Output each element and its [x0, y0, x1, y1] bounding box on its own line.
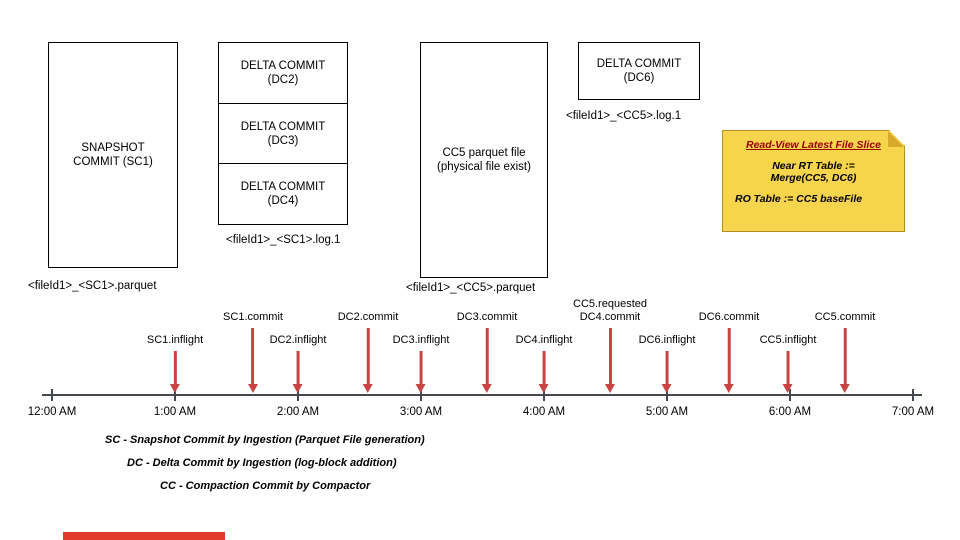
tick-label-5am: 5:00 AM	[645, 406, 689, 418]
event-cc5-requested-dc4-commit: CC5.requested DC4.commit	[573, 298, 647, 393]
tick-label-4am: 4:00 AM	[522, 406, 566, 418]
event-dc3-commit: DC3.commit	[456, 311, 518, 393]
arrowhead-icon	[415, 384, 426, 393]
event-label: CC5.commit	[814, 311, 876, 323]
arrowhead-icon	[169, 384, 180, 393]
down-arrow-icon	[251, 328, 255, 384]
cc5-file-caption: <fileId1>_<CC5>.parquet	[406, 282, 536, 294]
event-dc3-inflight: DC3.inflight	[392, 334, 450, 393]
event-dc4-inflight: DC4.inflight	[515, 334, 573, 393]
down-arrow-icon	[786, 351, 790, 384]
event-label: DC2.commit	[337, 311, 399, 323]
event-label: CC5.requested DC4.commit	[573, 298, 647, 323]
arrowhead-icon	[248, 384, 258, 393]
event-dc6-commit: DC6.commit	[698, 311, 760, 393]
legend-cc-line: CC - Compaction Commit by Compactor	[160, 480, 371, 492]
arrowhead-icon	[292, 384, 303, 393]
tick-1am	[174, 389, 176, 401]
delta-commit-dc3-cell: DELTA COMMIT (DC3)	[219, 104, 347, 165]
event-label: DC4.inflight	[515, 334, 573, 346]
tick-label-12am: 12:00 AM	[27, 406, 77, 418]
arrowhead-icon	[723, 384, 734, 393]
tick-label-6am: 6:00 AM	[768, 406, 812, 418]
down-arrow-icon	[542, 351, 546, 384]
tick-label-7am: 7:00 AM	[891, 406, 935, 418]
tick-12am	[51, 389, 53, 401]
cc5-parquet-box: CC5 parquet file (physical file exist)	[420, 42, 548, 278]
snapshot-commit-box: SNAPSHOT COMMIT (SC1)	[48, 42, 178, 268]
legend-dc-line: DC - Delta Commit by Ingestion (log-bloc…	[127, 457, 397, 469]
down-arrow-icon	[608, 328, 612, 384]
arrowhead-icon	[782, 384, 793, 393]
snapshot-file-caption: <fileId1>_<SC1>.parquet	[28, 280, 157, 292]
event-cc5-commit: CC5.commit	[814, 311, 876, 393]
note-near-rt-line: Near RT Table := Merge(CC5, DC6)	[770, 159, 857, 184]
tick-label-2am: 2:00 AM	[276, 406, 320, 418]
event-sc1-commit: SC1.commit	[223, 311, 283, 393]
tick-4am	[543, 389, 545, 401]
event-dc6-inflight: DC6.inflight	[638, 334, 696, 393]
tick-2am	[297, 389, 299, 401]
down-arrow-icon	[727, 328, 731, 384]
delta-commit-stack: DELTA COMMIT (DC2) DELTA COMMIT (DC3) DE…	[218, 42, 348, 225]
event-dc2-inflight: DC2.inflight	[269, 334, 327, 393]
tick-label-1am: 1:00 AM	[153, 406, 197, 418]
down-arrow-icon	[485, 328, 489, 384]
arrowhead-icon	[362, 384, 373, 393]
delta-commit-dc4-cell: DELTA COMMIT (DC4)	[240, 181, 326, 208]
event-cc5-inflight: CC5.inflight	[759, 334, 817, 393]
tick-7am	[912, 389, 914, 401]
arrowhead-icon	[661, 384, 672, 393]
note-title: Read-View Latest File Slice	[746, 139, 881, 151]
timeline-axis	[42, 394, 922, 396]
delta-log-caption: <fileId1>_<SC1>.log.1	[226, 234, 341, 246]
note-fold-corner-icon	[888, 131, 904, 147]
arrowhead-icon	[538, 384, 549, 393]
tick-3am	[420, 389, 422, 401]
event-label: DC6.commit	[698, 311, 760, 323]
delta-commit-dc2-cell: DELTA COMMIT (DC2)	[219, 43, 347, 104]
event-label: DC2.inflight	[269, 334, 327, 346]
event-label: CC5.inflight	[759, 334, 817, 346]
down-arrow-icon	[366, 328, 370, 384]
down-arrow-icon	[419, 351, 423, 384]
event-label: DC3.commit	[456, 311, 518, 323]
event-label: DC3.inflight	[392, 334, 450, 346]
arrowhead-icon	[839, 384, 850, 393]
down-arrow-icon	[173, 351, 177, 384]
tick-6am	[789, 389, 791, 401]
event-label: SC1.commit	[223, 311, 283, 323]
event-label: SC1.inflight	[146, 334, 204, 346]
read-view-sticky-note: Read-View Latest File Slice Near RT Tabl…	[722, 130, 905, 232]
arrowhead-icon	[605, 384, 615, 393]
down-arrow-icon	[665, 351, 669, 384]
down-arrow-icon	[296, 351, 300, 384]
event-label: DC6.inflight	[638, 334, 696, 346]
red-strip	[63, 532, 225, 540]
legend-sc-line: SC - Snapshot Commit by Ingestion (Parqu…	[105, 434, 425, 446]
note-ro-table-line: RO Table := CC5 baseFile	[735, 192, 863, 205]
tick-label-3am: 3:00 AM	[399, 406, 443, 418]
dc6-log-caption: <fileId1>_<CC5>.log.1	[566, 110, 682, 122]
tick-5am	[666, 389, 668, 401]
event-sc1-inflight: SC1.inflight	[147, 334, 203, 393]
arrowhead-icon	[481, 384, 492, 393]
delta-commit-dc6-box: DELTA COMMIT (DC6)	[578, 42, 700, 100]
event-dc2-commit: DC2.commit	[337, 311, 399, 393]
down-arrow-icon	[843, 328, 847, 384]
